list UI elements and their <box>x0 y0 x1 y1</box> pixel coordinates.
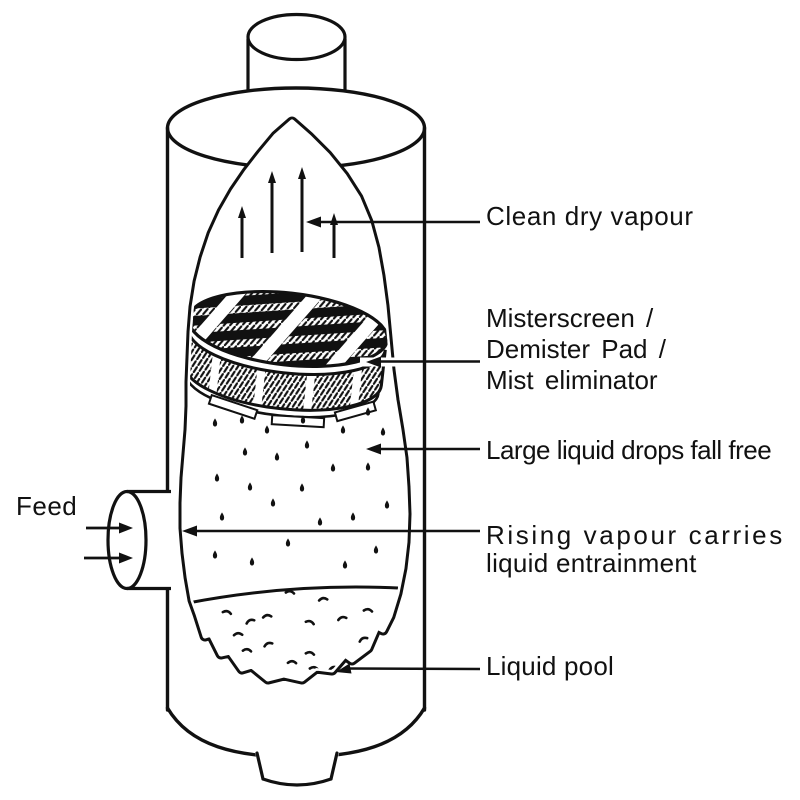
arrowhead <box>182 525 197 537</box>
vapour-arrow <box>238 206 246 258</box>
arrowhead <box>306 216 321 228</box>
feed-arrow <box>84 552 133 564</box>
feed-arrows <box>84 522 133 564</box>
label-rising-vapour: Rising vapour carries liquid entrainment <box>486 521 785 577</box>
label-large-drops: Large liquid drops fall free <box>486 435 772 465</box>
label-demister-line2: Demister Pad / <box>486 334 666 364</box>
arrowhead <box>366 356 381 368</box>
label-demister-line1: Misterscreen / <box>486 303 654 333</box>
label-demister: Misterscreen / Demister Pad / Mist elimi… <box>486 303 666 396</box>
top-outlet-nozzle <box>246 12 347 102</box>
vapour-arrow <box>298 167 306 252</box>
liquid-pool-surface <box>187 585 399 605</box>
leader-clean-dry-vapour <box>306 216 480 228</box>
label-liquid-pool: Liquid pool <box>486 651 614 681</box>
leader-demister-pad <box>360 356 480 368</box>
arrowhead <box>366 443 381 455</box>
leader-lines <box>182 216 481 674</box>
label-clean-dry-vapour: Clean dry vapour <box>486 201 694 231</box>
label-rising-line1: Rising vapour carries <box>486 520 785 550</box>
bottom-outlet-nozzle <box>254 749 340 787</box>
feed-nozzle-opening <box>106 489 148 591</box>
label-demister-line3: Mist eliminator <box>486 365 658 395</box>
vapour-arrow <box>268 171 276 253</box>
leader-liquid-pool <box>336 663 481 674</box>
leader-large-drops <box>366 443 480 455</box>
demister-pad-rim <box>184 328 386 411</box>
vessel-shell <box>165 12 427 759</box>
feed-arrow <box>86 522 133 534</box>
label-rising-line2: liquid entrainment <box>486 548 697 578</box>
leader-rising-vapour <box>182 525 480 537</box>
arrowhead <box>336 663 352 674</box>
feed-nozzle <box>106 489 172 591</box>
rim-bottom-segments <box>207 393 378 429</box>
top-nozzle-opening <box>246 12 347 62</box>
vapour-arrows <box>238 167 338 258</box>
label-feed: Feed <box>16 491 78 521</box>
